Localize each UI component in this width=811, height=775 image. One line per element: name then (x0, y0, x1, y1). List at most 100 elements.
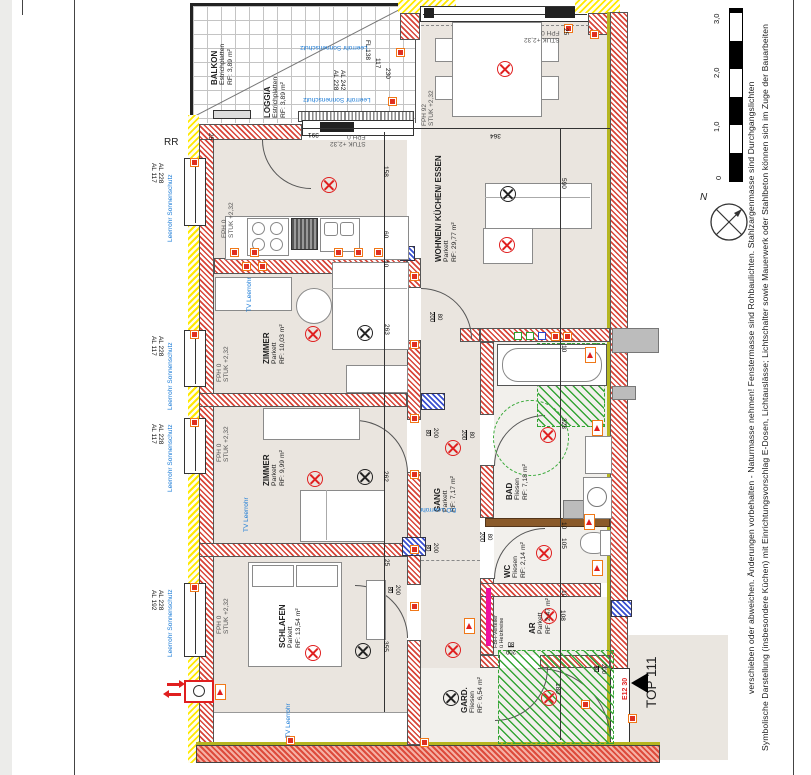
scale-tick: 1,0 (712, 121, 721, 132)
concrete-block (612, 328, 659, 353)
socket-icon (190, 583, 199, 592)
disclaimer-line-1: Symbolische Darstellung (insbesondere Kü… (760, 23, 770, 752)
stove-burner (270, 222, 283, 235)
wall-zimmer1-zimmer2 (199, 393, 407, 407)
window-label: 117 (374, 58, 381, 69)
socket-icon (242, 262, 251, 271)
dim-text: 108 (559, 610, 566, 621)
bad-clearance-circle (493, 400, 569, 476)
shaft-icon (421, 393, 445, 410)
sheet-border-tick (22, 0, 23, 15)
socket-icon (190, 330, 199, 339)
floor-gang (421, 330, 480, 670)
stove-burner (252, 222, 265, 235)
socket-icon (250, 248, 259, 257)
switch-icon (584, 514, 595, 530)
ceiling-light-icon (541, 690, 557, 706)
wall-right (610, 12, 628, 745)
socket-icon (410, 272, 419, 281)
ceiling-label: STUK +2,32 FPH 0 (524, 28, 560, 43)
room-label-zimmer2: ZIMMER Parkett RF: 9,99 m² (262, 450, 286, 486)
socket-icon (581, 700, 590, 709)
ceiling-light-icon (500, 186, 516, 202)
entrance-arrow-icon (631, 673, 648, 693)
meter-box-icon (184, 680, 214, 703)
socket-icon (564, 24, 573, 33)
window-zimmer1 (184, 330, 206, 387)
sink-basin (340, 222, 354, 236)
sofa-cushion-line (485, 197, 590, 198)
dim-line-vertical-right (560, 128, 561, 740)
annotation-tv: TV Leerrohr (285, 703, 292, 738)
ceiling-label-fph92: FPH 92 STUK +2,32 (421, 90, 436, 126)
floor-window-zone-south (214, 712, 407, 743)
dim-text: 60 (382, 231, 389, 239)
sheet-margin-strip (0, 0, 12, 775)
chair (435, 76, 453, 100)
annotation-do: DO Leerrohr (420, 506, 457, 513)
annotation-sonnenschutz: Leerrohr Sonnenschutz (167, 342, 174, 410)
wall-bad-west-1 (480, 342, 494, 415)
vent-grill (291, 218, 318, 250)
window-kitchen (184, 158, 206, 226)
room-label-loggia: LOGGIA Estrichplatten RF: 3,89 m² (263, 76, 287, 118)
chair (541, 76, 559, 100)
disclaimer-line-2: verschieben oder abweichen. Änderungen v… (746, 81, 756, 694)
socket-icon (190, 158, 199, 167)
sofa (485, 183, 592, 229)
dim-text: 25 (383, 559, 390, 567)
dim-line-vertical-left (384, 132, 385, 712)
socket-icon (590, 30, 599, 39)
floor-outside-corridor (623, 635, 728, 760)
wall-top-corner-left (400, 13, 420, 40)
sheet-border-left (74, 0, 76, 775)
ceiling-light-icon (443, 690, 459, 706)
chair (435, 38, 453, 62)
socket-icon (410, 470, 419, 479)
room-label-wc: WC Fliesen RF: 2,14 m² (503, 542, 527, 578)
wardrobe-zimmer1 (346, 365, 408, 393)
bathtub-inner (502, 348, 602, 382)
dim-text: 262 (382, 471, 389, 482)
window-label: 230 (384, 68, 391, 79)
chair (541, 38, 559, 62)
socket-icon (374, 248, 383, 257)
dim-text: 180 (554, 683, 561, 694)
socket-icon (410, 602, 419, 611)
dim-text: 10 (560, 345, 567, 353)
dim-text: 25 (207, 133, 214, 141)
annotation-sonnenschutz: Leerrohr Sonnenschutz (167, 424, 174, 492)
ceiling-label: FPH 0 STUK +2,32 (216, 426, 231, 462)
annotation-fbh: FBH-Verteiler ü Heizkreise (493, 614, 506, 648)
annotation-tv: TV Leerrohr (243, 497, 250, 532)
insulation-right-line (607, 12, 610, 745)
socket-icon (388, 97, 397, 106)
room-label-zimmer1: ZIMMER Parkett RF: 10,03 m² (262, 324, 286, 364)
ceiling-light-icon (357, 469, 373, 485)
arrow-icon (167, 680, 185, 688)
socket-icon (420, 738, 429, 747)
entrance-code-label: E12 30 (622, 677, 629, 700)
dim-text: 105 (560, 538, 567, 549)
wall-balcony-bottom (199, 124, 302, 140)
dim-text: 355 (382, 641, 389, 652)
room-label-balkon: BALKON Estrichplatten RF: 3,89 m² (210, 43, 234, 85)
window-connector (424, 8, 434, 18)
switch-icon (592, 560, 603, 576)
insulation-top-right (575, 0, 620, 13)
scale-tick: 2,0 (712, 67, 721, 78)
switch-icon (585, 347, 596, 363)
dim-line-horizontal-top (302, 128, 610, 129)
dim-text: 10 (382, 260, 389, 268)
socket-icon (410, 545, 419, 554)
toilet-tank (600, 530, 611, 556)
room-label-schlafen: SCHLAFEN Parkett RF: 13,54 m² (278, 604, 302, 648)
wall-bad-west-2 (480, 465, 494, 518)
wall-wc-ar (480, 583, 601, 597)
